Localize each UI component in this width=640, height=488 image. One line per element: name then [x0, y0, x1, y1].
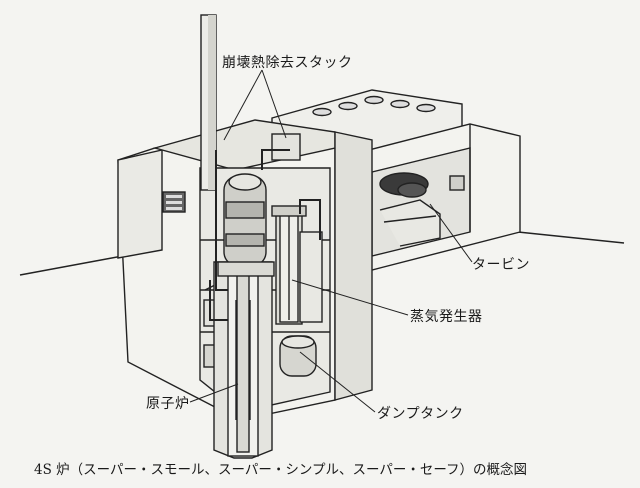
piping [209, 149, 321, 321]
label-turbine: タービン [472, 257, 530, 273]
steam-generator [271, 205, 323, 325]
ground-line-right [517, 231, 625, 244]
label-steam-generator: 蒸気発生器 [410, 309, 483, 325]
label-dump-tank: ダンプタンク [377, 406, 464, 422]
label-decay-heat-removal-stack: 崩壊熱除去スタック [222, 55, 353, 71]
decay-heat-removal-stack [200, 14, 301, 191]
reactor-vessel-assembly [213, 173, 275, 459]
figure-caption: 4S 炉（スーパー・スモール、スーパー・シンプル、スーパー・セーフ）の概念図 [34, 462, 528, 478]
dump-tank [279, 335, 317, 377]
leader-steam-generator [291, 279, 409, 316]
leader-stack-b [261, 69, 287, 139]
leader-lines [189, 69, 473, 413]
label-reactor: 原子炉 [146, 396, 190, 412]
leader-dump-tank [299, 351, 376, 413]
leader-turbine [429, 203, 473, 263]
ground-line-left [19, 254, 129, 276]
leader-stack-a [223, 69, 263, 141]
leader-reactor [189, 383, 239, 403]
